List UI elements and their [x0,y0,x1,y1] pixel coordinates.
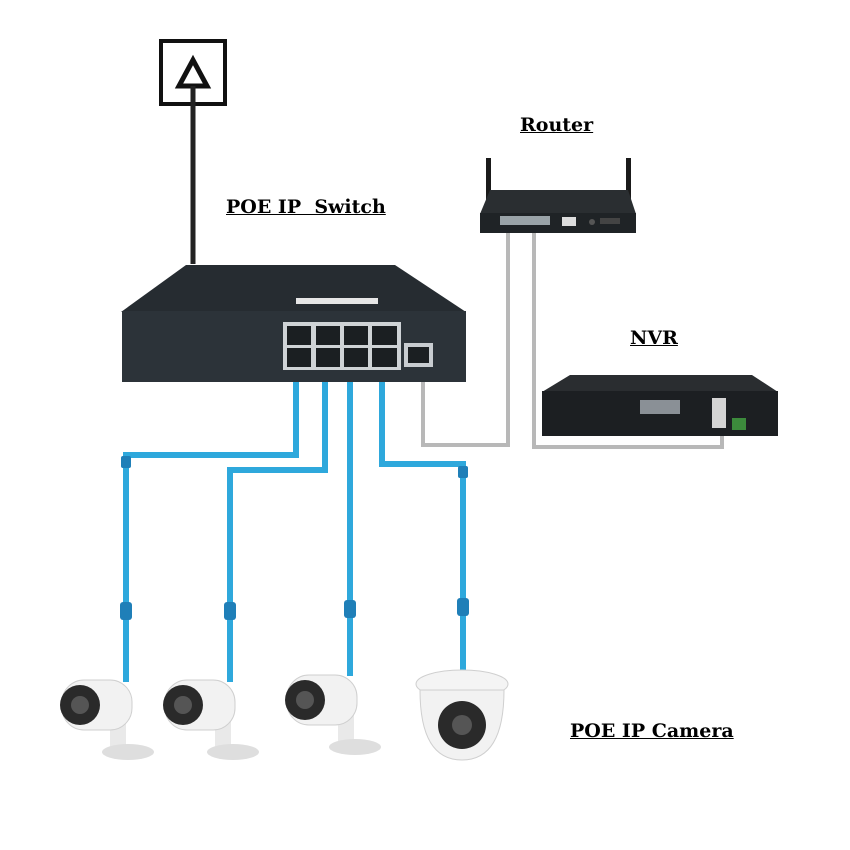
router-nvr-cable [532,226,724,449]
bullet-camera-3 [285,674,381,755]
nvr [542,375,778,436]
poe-cable-4 [379,378,466,670]
switch-label: POE IP Switch [226,196,386,218]
lan-cables [421,226,724,449]
camera-label: POE IP Camera [570,720,734,742]
switch-router-cable [421,226,510,447]
switch-ports [287,326,397,367]
power-outlet [159,39,227,264]
poe-cables [123,378,466,682]
poe-cable-1 [123,378,299,682]
nvr-label: NVR [630,327,678,349]
bullet-camera-2 [163,679,259,760]
poe-switch [121,265,466,382]
router [480,158,636,233]
router-label: Router [520,114,594,136]
bullet-camera-1 [60,679,154,760]
dome-camera [415,669,509,761]
cable-connectors [120,456,469,620]
poe-cable-2 [227,378,328,682]
